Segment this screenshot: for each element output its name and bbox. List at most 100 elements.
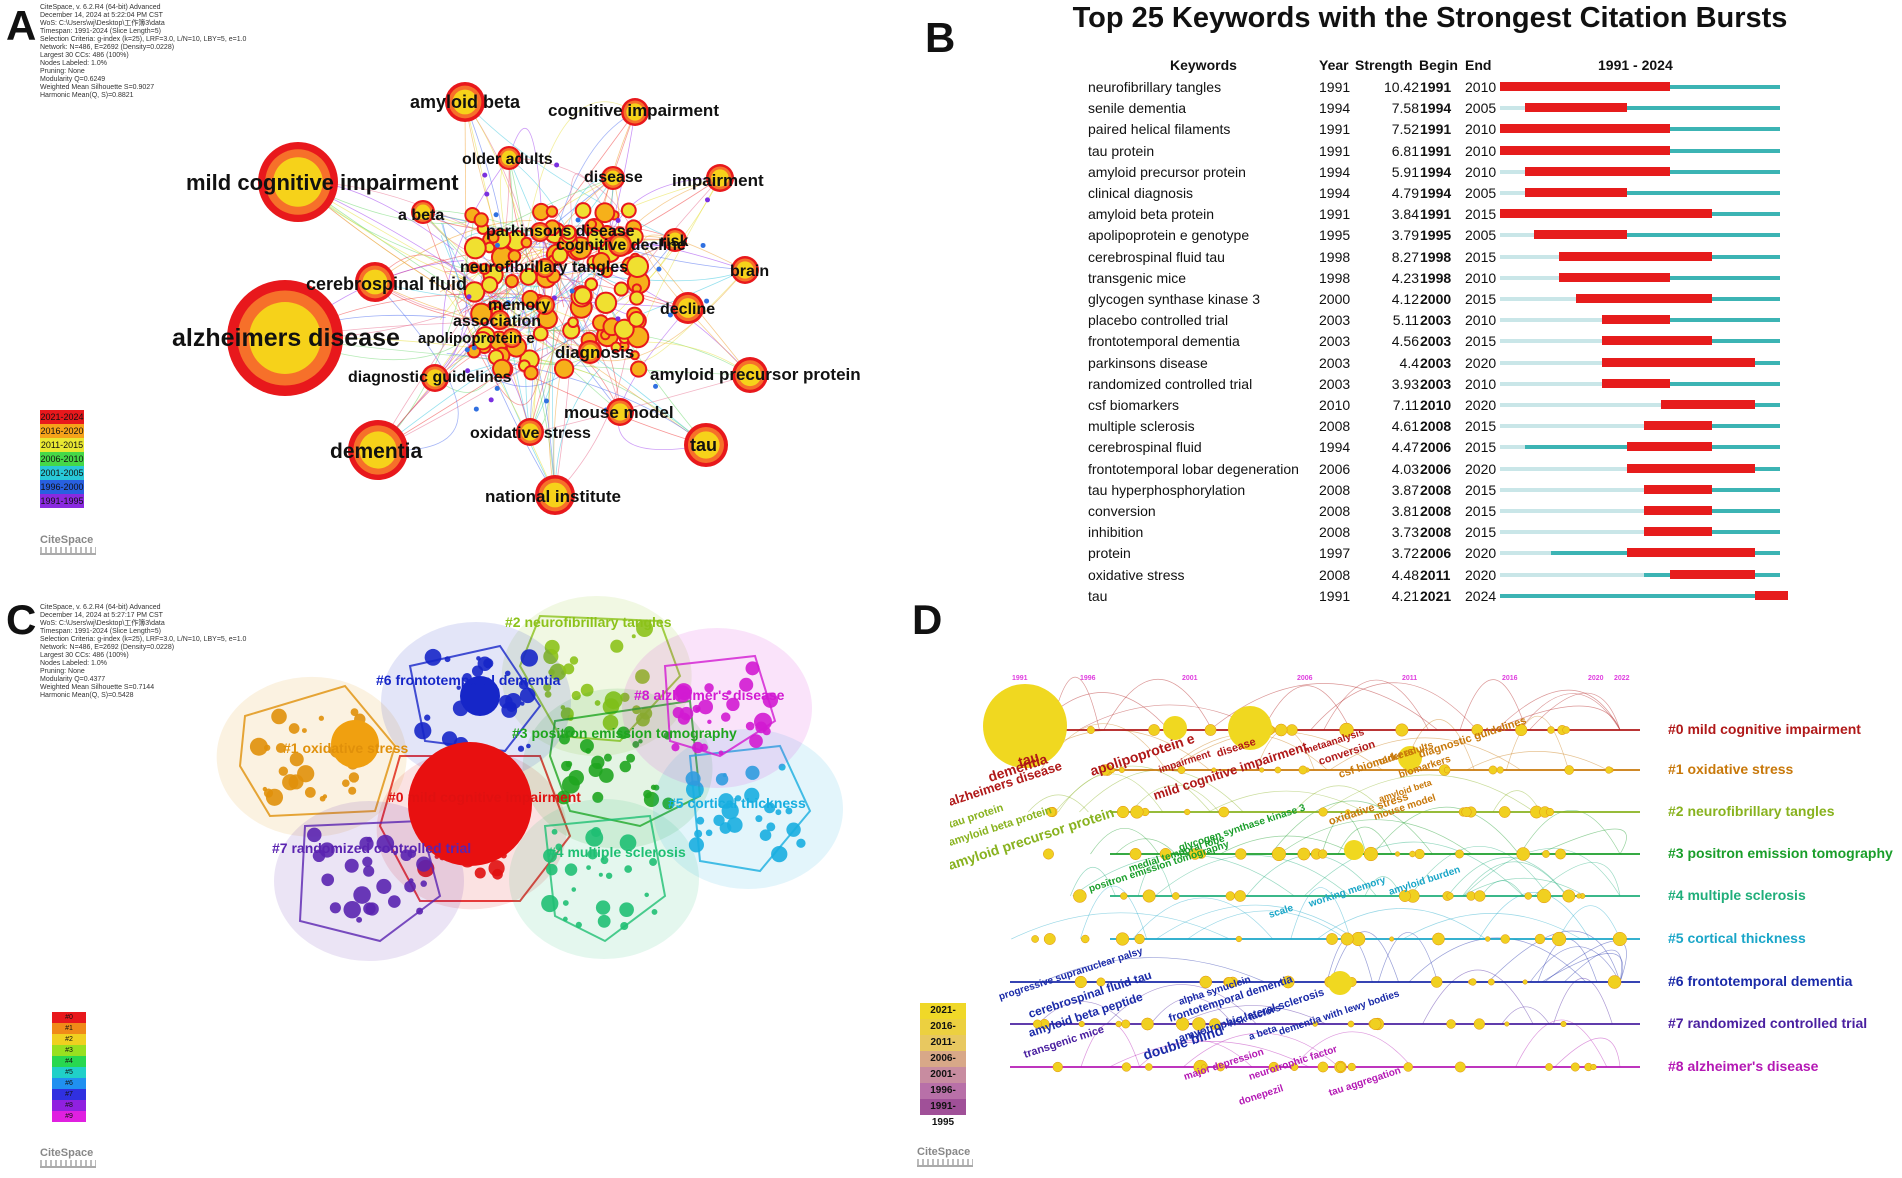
timeline-node [1120,892,1128,900]
burst-bar [1644,527,1713,537]
cluster-node [624,865,633,873]
timeline-term: donepezil [1238,1083,1285,1108]
network-node [465,368,471,374]
cluster-node [341,779,350,787]
cluster-node [766,822,776,832]
timeline-arc [1070,866,1116,897]
timeline-cluster-label: #6 frontotemporal dementia [1668,973,1853,989]
year-tick: 2016 [1502,675,1518,682]
timeline-inactive [1500,424,1780,429]
timeline-arc [1109,1041,1310,1068]
end-cell: 2020 [1465,566,1497,583]
timeline-node [1204,724,1217,736]
year-cell: 2000 [1319,291,1351,307]
keyword-cell: oxidative stress [1088,566,1185,583]
year-cell: 2010 [1319,397,1351,413]
cluster-node [546,863,558,876]
timeline-node [1347,1020,1355,1028]
timeline-arc [1553,978,1613,1025]
year-cell: 2003 [1319,333,1351,350]
timeline-node [1141,1017,1154,1031]
node-core [533,225,547,239]
legend-item: 1991-1995 [920,1099,966,1128]
timeline-arc [1132,897,1273,940]
timeline-node [1570,1062,1580,1072]
cluster-node [561,760,572,772]
cluster-label: #5 cortical thickness [668,795,806,811]
year-tick: 2011 [1402,675,1417,682]
burst-bar [1559,251,1713,261]
cluster-node [704,683,714,693]
cluster-node [726,697,740,712]
year-cell: 1994 [1319,100,1351,117]
year-cell: 1991 [1319,206,1351,223]
cluster-node [685,771,701,787]
network-node-core [507,231,526,250]
year-cell: 2008 [1319,566,1351,583]
timeline-node [1163,716,1187,740]
begin-cell: 1991 [1420,121,1452,138]
node-label: national institute [485,487,621,506]
timeline-cluster-label: #3 positron emission tomography [1668,845,1893,861]
timeline-arc [1462,877,1586,897]
timeline-node [1312,1021,1318,1027]
timeline-node [1318,807,1328,817]
strength-cell: 3.81 [1391,503,1419,519]
cluster-node [304,787,316,798]
network-node-core [492,247,513,267]
cluster-node [474,867,486,879]
burst-bar [1500,145,1670,155]
timeline-arc [1138,1039,1253,1068]
cluster-node [620,922,629,931]
timeline-active [1559,275,1780,280]
timeline-active [1644,530,1780,535]
cluster-node [492,868,503,880]
timeline-inactive [1500,487,1780,492]
cluster-node [605,872,613,879]
network-edge [494,351,591,387]
node-label: parkinsons disease [486,223,635,240]
network-node-core [622,204,635,217]
cluster-node [549,663,567,681]
keyword-cell: neurofibrillary tangles [1088,79,1222,95]
legend-item: 2011-2015 [40,438,84,452]
timeline-node [1430,976,1443,988]
end-cell: 2010 [1465,121,1497,138]
timeline-node [983,684,1067,768]
timeline-arc [1519,810,1621,855]
year-cell: 1995 [1319,227,1351,244]
strength-cell: 5.91 [1391,163,1419,180]
network-node [704,298,710,304]
node-label: a beta [398,207,444,224]
timeline-active [1533,233,1780,238]
cluster-node [580,683,594,697]
timeline-node [1074,975,1087,989]
timeline-arc [1219,835,1354,855]
timeline-node [1446,1019,1456,1029]
strength-cell: 4.79 [1391,185,1419,201]
network-node-core [588,220,596,228]
network-edge [442,223,556,496]
legend-item: 2001-2005 [920,1067,966,1096]
timeline-node [1515,723,1528,737]
timeline-arc [1515,1019,1608,1068]
timeline-node [1274,723,1288,737]
network-node-core [525,367,537,379]
node-core [667,232,683,248]
cluster-node [506,701,517,712]
cluster-node [344,858,359,873]
network-edge [464,101,746,362]
year-cell: 2003 [1319,354,1351,371]
strength-cell: 3.87 [1391,481,1419,498]
node-core [493,313,507,327]
timeline-node [1562,889,1576,903]
timeline-node [1281,975,1295,989]
timeline-node [1488,765,1498,775]
strength-cell: 4.61 [1391,418,1419,435]
cluster-node [749,734,763,749]
timeline-arc [1529,946,1621,983]
burst-bar [1644,421,1713,431]
timeline-arc [1270,800,1433,855]
